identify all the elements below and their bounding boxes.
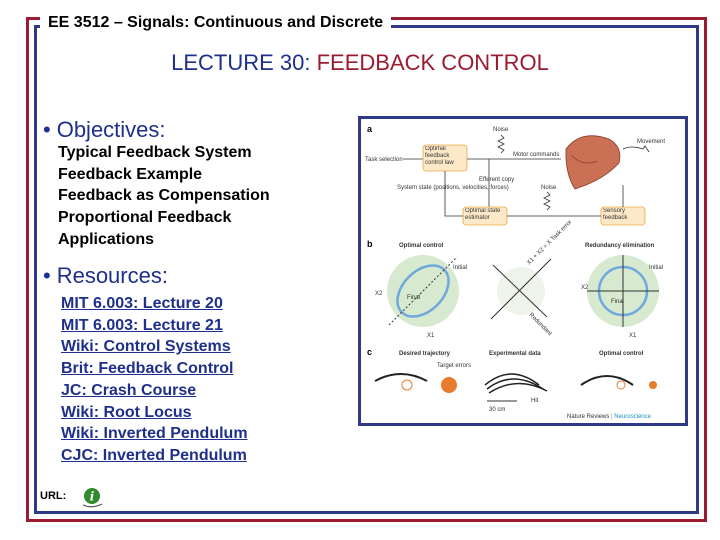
resource-link-mit-lecture-21[interactable]: MIT 6.003: Lecture 21 [61, 316, 223, 334]
resources-heading-label: Resources: [56, 263, 168, 288]
redundant-label: Redundant [528, 312, 553, 337]
scale-label: 30 cm [489, 407, 505, 413]
bullet-icon: • [43, 117, 51, 142]
objectives-list: Typical Feedback System Feedback Example… [58, 142, 270, 251]
desired-start-target [401, 379, 413, 391]
left-x1-label: X1 [427, 333, 435, 339]
noise-squiggle-top [497, 134, 505, 154]
noise-squiggle-mid [543, 191, 551, 211]
noise-top-label: Noise [493, 127, 509, 133]
left-x2-label: X2 [375, 291, 383, 297]
resource-link-jc-crash-course[interactable]: JC: Crash Course [61, 381, 197, 399]
objective-item: Typical Feedback System [58, 144, 252, 161]
left-final-label: Final [407, 295, 420, 301]
feedback-control-figure: a Noise Task selection Optimal feedback … [358, 116, 688, 426]
lecture-title-accent: FEEDBACK CONTROL [316, 50, 549, 75]
target-errors-label: Target errors [437, 363, 471, 369]
left-final-ellipse [396, 264, 450, 318]
optimal-start-target [616, 380, 626, 390]
url-label: URL: [40, 490, 67, 502]
arrow-estimate-feedback [444, 171, 463, 217]
desired-end-target [441, 377, 457, 393]
lecture-title-prefix: LECTURE 30: [171, 50, 317, 75]
optimal-end-target [649, 381, 657, 389]
panel-a-label: a [367, 124, 373, 134]
right-x2-label: X2 [581, 285, 589, 291]
estimator-text: Optimal state estimator [465, 208, 500, 221]
objectives-heading: •Objectives: [43, 117, 166, 143]
optimal-control-c-label: Optimal control [599, 351, 644, 357]
objective-item: Feedback as Compensation [58, 187, 270, 205]
movement-arrow [622, 145, 650, 153]
desired-trajectory-label: Desired trajectory [399, 351, 451, 357]
center-redundant-axis [492, 264, 548, 318]
experimental-curve-2 [486, 378, 544, 390]
optimal-trajectory-curve [580, 375, 634, 386]
hit-label: Hit [531, 398, 539, 404]
experimental-curve-1 [484, 373, 540, 386]
bullet-icon: • [43, 263, 51, 288]
sensory-text: Sensory feedback [603, 208, 627, 221]
objective-item: Applications [58, 230, 155, 248]
controller-text: Optimal feedback control law [425, 146, 454, 166]
svg-text:i: i [90, 490, 95, 504]
resource-link-wiki-inverted-pendulum[interactable]: Wiki: Inverted Pendulum [61, 425, 248, 443]
resources-list: MIT 6.003: Lecture 20 MIT 6.003: Lecture… [61, 293, 248, 467]
noise-mid-label: Noise [541, 185, 557, 191]
right-final-label: Final [611, 299, 624, 305]
objectives-heading-label: Objectives: [56, 117, 166, 142]
task-error-label: X1 + X2 = X Task error [526, 219, 573, 266]
resource-link-wiki-root-locus[interactable]: Wiki: Root Locus [61, 403, 192, 421]
center-task-axis [490, 258, 552, 320]
movement-label: Movement [637, 139, 665, 145]
resource-link-mit-lecture-20[interactable]: MIT 6.003: Lecture 20 [61, 295, 223, 312]
objective-item: Proportional Feedback [58, 209, 232, 227]
efferent-copy-label: Efferent copy [479, 177, 514, 183]
redundancy-label: Redundancy elimination [585, 243, 655, 249]
right-x1-label: X1 [629, 333, 637, 339]
objective-item: Feedback Example [58, 165, 203, 183]
left-task-line [388, 256, 458, 326]
motor-commands-label: Motor commands [513, 152, 559, 158]
task-selection-label: Task selection [365, 157, 403, 163]
left-initial-label: Initial [453, 265, 467, 271]
experimental-data-label: Experimental data [489, 351, 541, 357]
resources-heading: •Resources: [43, 263, 168, 289]
desired-trajectory-curve [374, 373, 428, 382]
info-icon[interactable]: i [80, 485, 104, 509]
credit-nature-reviews: Nature Reviews | Neuroscience [567, 414, 652, 420]
course-header: EE 3512 – Signals: Continuous and Discre… [40, 12, 392, 34]
optimal-control-label: Optimal control [399, 243, 444, 249]
muscle-line [570, 154, 598, 164]
lecture-title: LECTURE 30: FEEDBACK CONTROL [0, 50, 720, 76]
resource-link-brit-feedback-control[interactable]: Brit: Feedback Control [61, 360, 234, 378]
system-state-label: System state (positions, velocities, for… [397, 185, 509, 191]
panel-b-label: b [367, 239, 373, 249]
resource-link-cjc-inverted-pendulum[interactable]: CJC: Inverted Pendulum [61, 446, 247, 464]
resource-link-wiki-control-systems[interactable]: Wiki: Control Systems [61, 338, 231, 356]
right-initial-label: Initial [649, 265, 663, 271]
panel-c-label: c [367, 347, 372, 357]
experimental-curve-3 [488, 382, 548, 394]
